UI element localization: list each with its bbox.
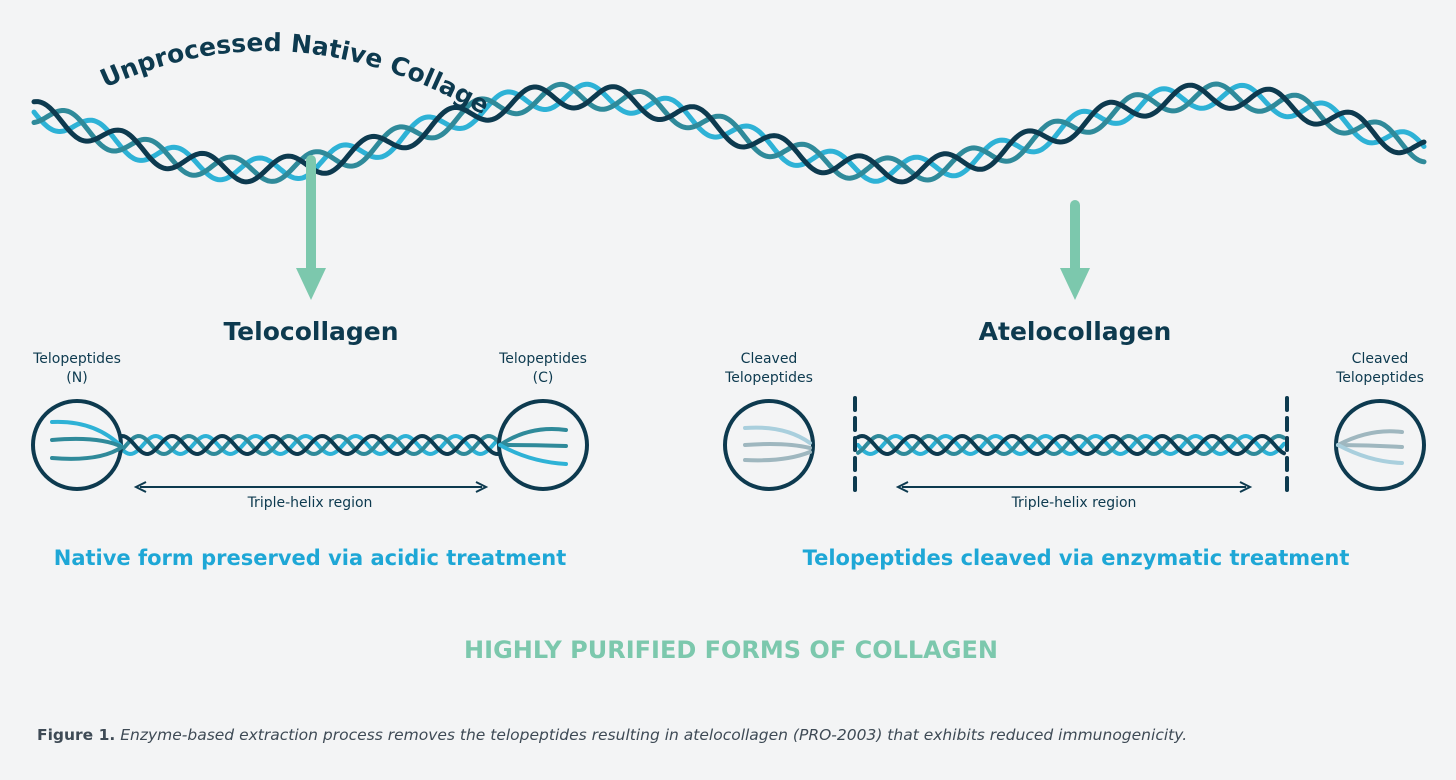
telopeptide-c-circle xyxy=(497,399,589,491)
arrow-to-telocollagen xyxy=(296,155,326,300)
arrow-to-atelocollagen xyxy=(1060,200,1090,300)
telopeptide-n-circle xyxy=(31,399,124,491)
helix-strand xyxy=(31,82,1427,185)
figure-caption-text: Enzyme-based extraction process removes … xyxy=(120,726,1188,744)
cleaved-left-label-line1: Cleaved xyxy=(741,351,798,367)
telopeptides-c-label-line1: Telopeptides xyxy=(498,351,587,367)
atelocollagen-helix xyxy=(856,433,1286,457)
triple-helix-label-left: Triple-helix region xyxy=(247,495,373,511)
helix-strand xyxy=(116,433,506,457)
enzymatic-treatment-text: Telopeptides cleaved via enzymatic treat… xyxy=(803,546,1350,570)
telocollagen-helix xyxy=(116,433,506,457)
telopeptides-n-label-line2: (N) xyxy=(66,370,87,386)
cleaved-telopeptide-left-circle xyxy=(723,399,815,491)
telopeptides-c-label-line2: (C) xyxy=(533,370,554,386)
helix-strand xyxy=(31,81,1427,184)
acidic-treatment-text: Native form preserved via acidic treatme… xyxy=(54,546,566,570)
figure-caption: Figure 1. Enzyme-based extraction proces… xyxy=(37,726,1437,744)
native-collagen-helix xyxy=(31,81,1427,185)
summary-heading: HIGHLY PURIFIED FORMS OF COLLAGEN xyxy=(464,636,998,664)
telocollagen-title: Telocollagen xyxy=(223,317,398,346)
triple-helix-arrow-right xyxy=(895,481,1253,493)
figure-caption-label: Figure 1. xyxy=(37,726,116,744)
cleaved-right-label-line1: Cleaved xyxy=(1352,351,1409,367)
helix-strand xyxy=(31,81,1427,184)
helix-strand xyxy=(856,433,1286,457)
native-collagen-title-path: Unprocessed Native Collagen xyxy=(0,0,494,120)
telopeptides-n-label-line1: Telopeptides xyxy=(32,351,121,367)
helix-strand xyxy=(116,433,506,457)
cleaved-telopeptide-right-circle xyxy=(1334,399,1426,491)
cleaved-right-label-line2: Telopeptides xyxy=(1335,370,1424,386)
atelocollagen-title: Atelocollagen xyxy=(979,317,1172,346)
native-collagen-title: Unprocessed Native Collagen xyxy=(0,0,494,120)
cleaved-left-label-line2: Telopeptides xyxy=(724,370,813,386)
triple-helix-label-right: Triple-helix region xyxy=(1011,495,1137,511)
triple-helix-arrow-left xyxy=(133,481,489,493)
